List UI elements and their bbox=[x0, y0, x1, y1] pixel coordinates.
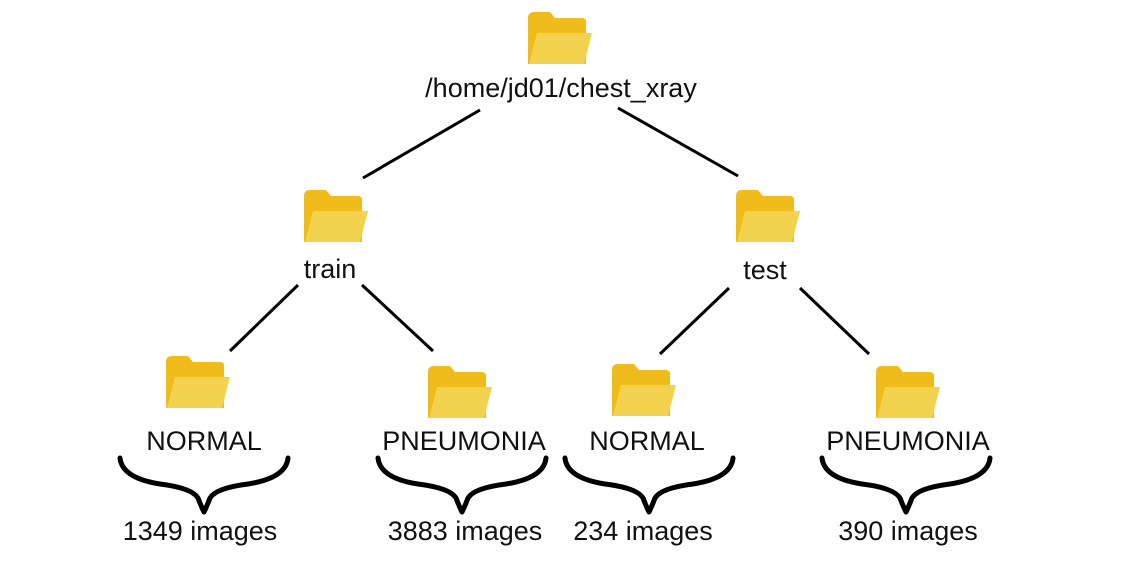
folder-icon bbox=[876, 366, 940, 418]
folder-icon bbox=[528, 12, 592, 64]
curly-brace bbox=[822, 458, 990, 512]
folder-icon bbox=[428, 366, 492, 418]
curly-brace bbox=[565, 458, 733, 512]
train-folder-label: train bbox=[303, 254, 357, 284]
test-pneumonia-label: PNEUMONIA bbox=[826, 426, 990, 456]
test-folder-label: test bbox=[743, 255, 787, 285]
test-pneumonia-count: 390 images bbox=[838, 516, 978, 546]
train-pneumonia-label: PNEUMONIA bbox=[382, 426, 546, 456]
edge-root-train bbox=[362, 108, 481, 180]
edge-test-pneumonia bbox=[798, 286, 871, 356]
edge-root-test bbox=[617, 106, 739, 178]
edge-train-normal bbox=[228, 283, 300, 353]
train-normal-label: NORMAL bbox=[146, 426, 262, 456]
curly-brace bbox=[378, 458, 546, 512]
curly-brace bbox=[120, 458, 288, 512]
folder-icon bbox=[166, 356, 230, 408]
root-folder-label: /home/jd01/chest_xray bbox=[425, 73, 697, 103]
test-normal-count: 234 images bbox=[573, 516, 713, 546]
test-normal-label: NORMAL bbox=[589, 426, 705, 456]
folder-icon bbox=[612, 364, 676, 416]
edge-train-pneumonia bbox=[360, 283, 435, 353]
folder-icon bbox=[736, 190, 800, 242]
train-pneumonia-count: 3883 images bbox=[387, 516, 543, 546]
train-normal-count: 1349 images bbox=[122, 516, 278, 546]
folder-icon bbox=[304, 190, 368, 242]
edge-test-normal bbox=[658, 286, 731, 356]
